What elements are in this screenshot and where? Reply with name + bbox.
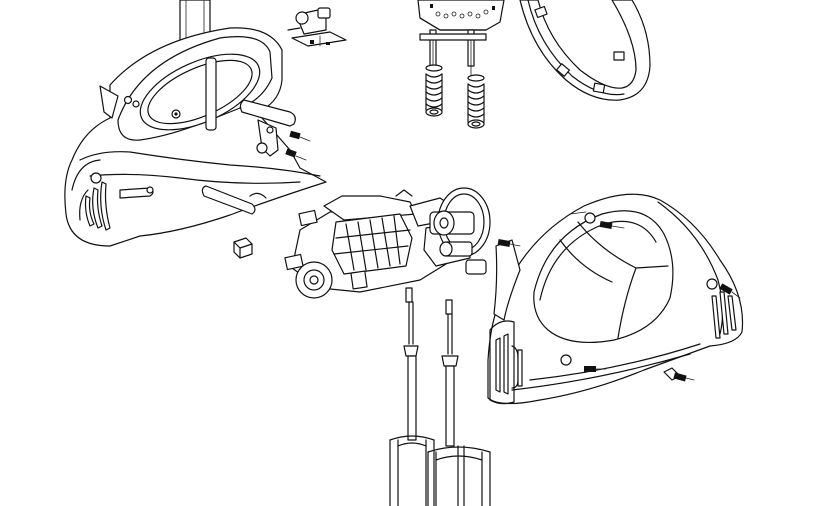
small-block bbox=[233, 237, 253, 259]
speed-switch-board bbox=[417, 0, 505, 77]
trim-ring bbox=[519, 0, 651, 101]
gear-wheel bbox=[429, 187, 491, 257]
screw-icon bbox=[285, 130, 311, 161]
handle-shell-left bbox=[64, 27, 327, 247]
small-switch bbox=[287, 7, 347, 47]
screw-icon bbox=[497, 221, 741, 382]
handle-shell-right bbox=[487, 193, 744, 405]
beaters bbox=[389, 287, 491, 506]
springs bbox=[425, 64, 485, 129]
